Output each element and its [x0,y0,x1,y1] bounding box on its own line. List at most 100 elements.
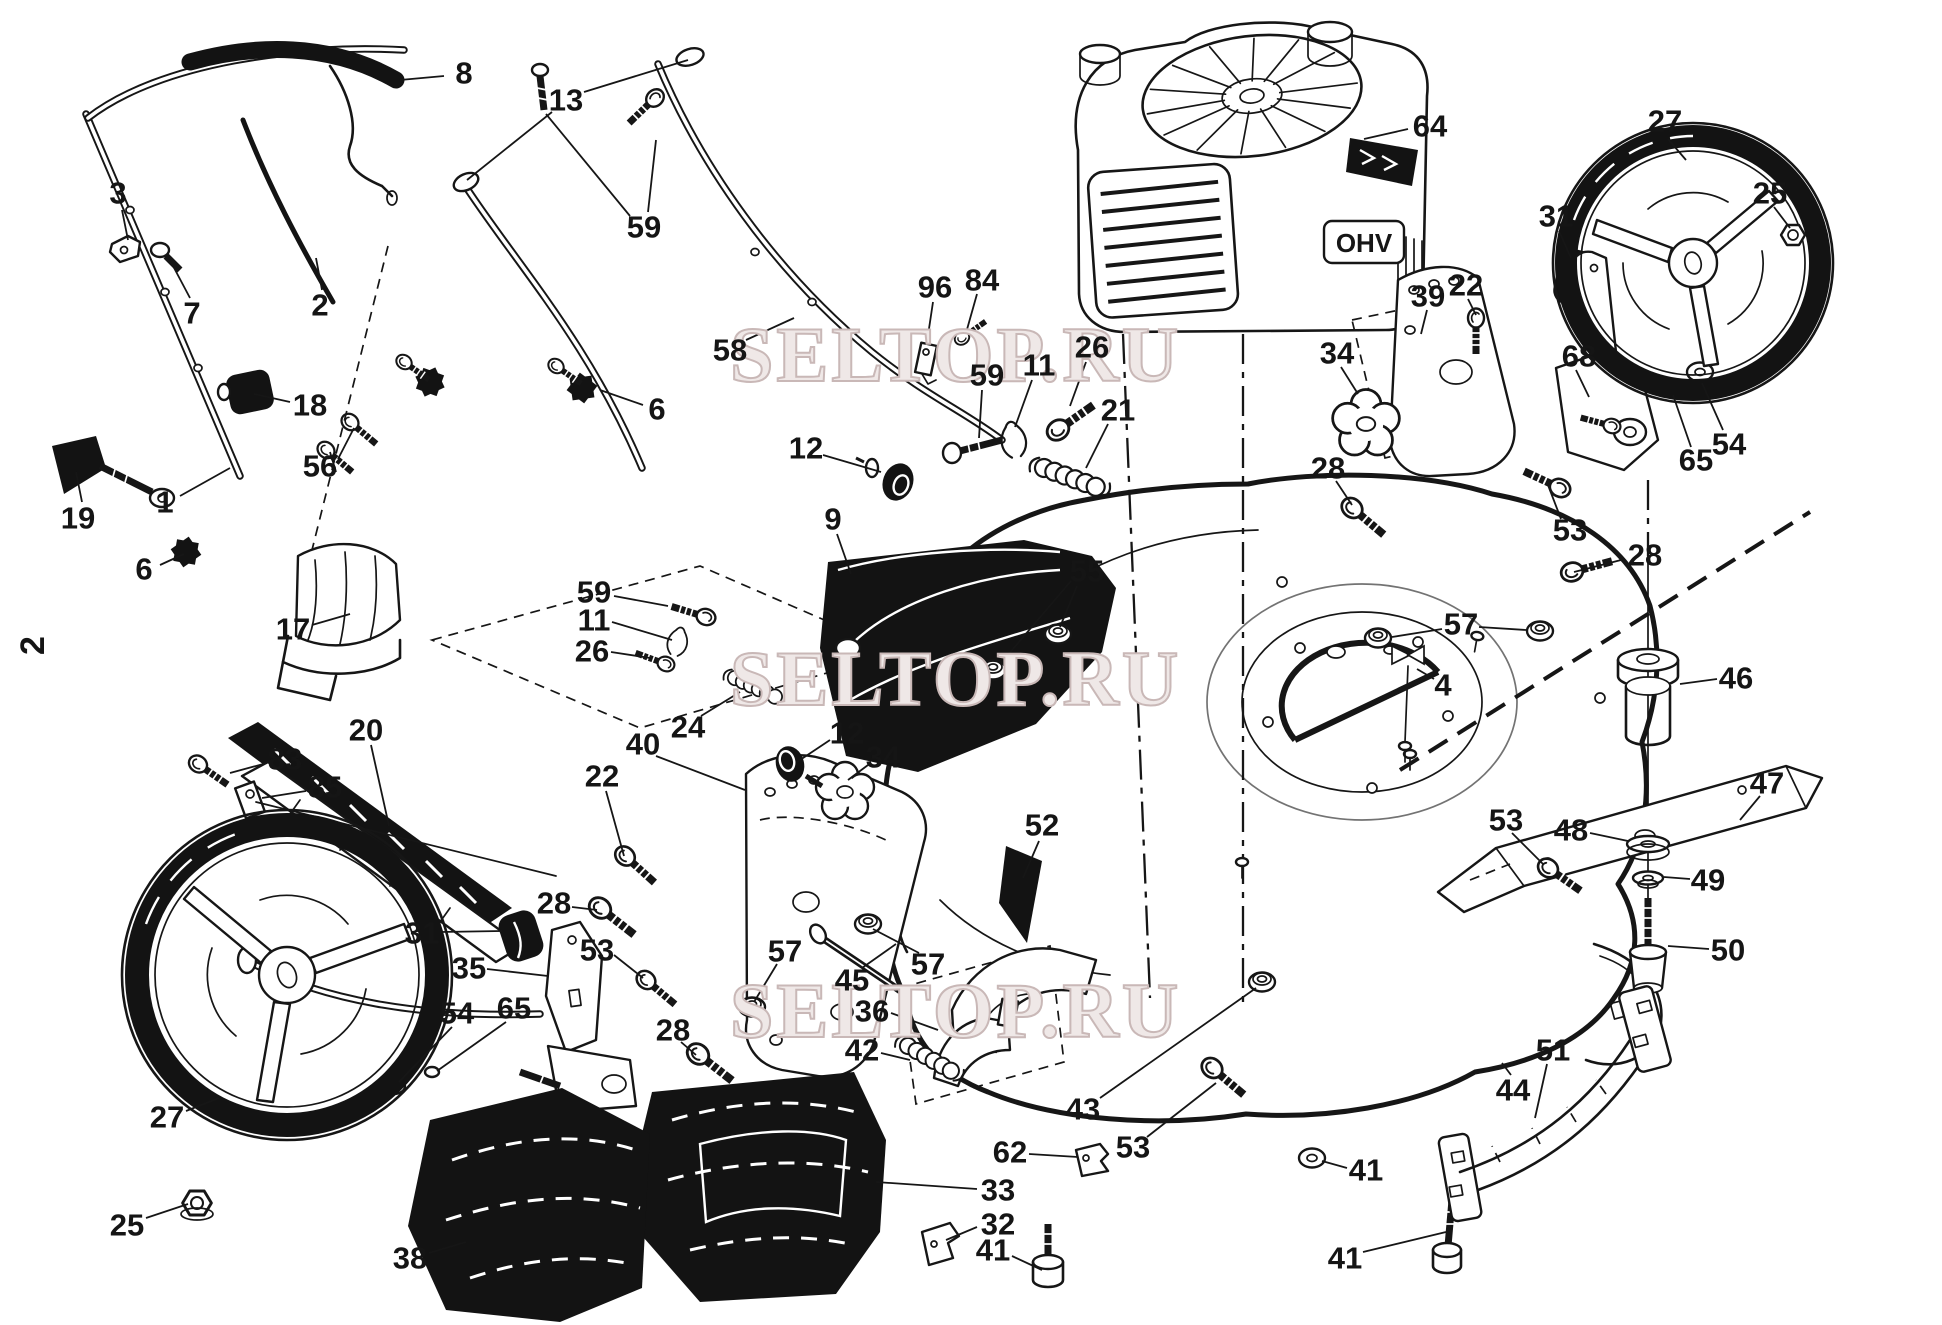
part-callout-96: 96 [917,269,953,305]
leader-line-26 [610,651,651,659]
blade-adapter-46 [1616,647,1680,747]
upper-handle-assembly [52,41,1006,702]
leader-line-31 [439,930,503,933]
leader-line-18 [253,393,291,403]
part-callout-2: 2 [311,287,329,323]
leader-line-45 [861,943,897,969]
part-callout-18: 18 [292,387,328,423]
leader-line-13 [466,111,553,181]
leader-line-34 [847,764,869,781]
part-callout-22: 22 [1448,267,1484,303]
leader-line-39 [1420,309,1428,335]
leader-line-2 [315,257,323,291]
watermark-1: SELTOP.RU [729,311,1182,398]
part-callout-45: 45 [834,962,870,998]
centerline [1121,333,1152,999]
handle-knob-19 [52,436,176,509]
leader-line-55 [1000,580,1072,664]
part-callout-21: 21 [1100,392,1136,428]
part-callout-34: 34 [865,739,901,775]
leader-line-25 [145,1203,189,1219]
leader-line-28 [571,906,598,911]
part-callout-22: 22 [584,758,620,794]
part-callout-53: 53 [1115,1129,1151,1165]
part-callout-56: 56 [302,448,338,484]
page-number: 2 [13,636,52,655]
part-callout-41: 41 [1327,1240,1363,1276]
leader-line-57 [872,928,920,954]
leader-line-42 [880,1052,911,1061]
leader-line-28 [680,1041,697,1056]
deck-decal [999,846,1042,943]
mulch-cover-38 [408,1088,650,1322]
part-callout-11: 11 [1022,347,1056,383]
leader-line-53 [1547,484,1562,520]
leader-line-21 [1085,423,1109,469]
part-callout-27: 27 [1647,103,1683,139]
part-callout-28: 28 [536,885,572,921]
leader-line-24 [700,691,741,717]
part-callout-8: 8 [455,55,473,91]
leader-line-34 [1340,366,1359,395]
leader-line-55 [1059,585,1078,628]
part-callout-64: 64 [1412,108,1448,144]
part-callout-59: 59 [626,209,662,245]
leader-line-54 [1701,382,1724,431]
part-callout-54: 54 [439,995,475,1031]
handle-bracket-17 [276,542,402,702]
leader-line-41 [1362,1231,1447,1253]
part-callout-1: 1 [156,484,174,520]
clip-62 [1074,1142,1110,1178]
leader-line-51 [1534,1063,1548,1119]
part-callout-41: 41 [1348,1152,1384,1188]
part-callout-39: 39 [1410,278,1446,314]
leader-line-4 [1416,668,1435,680]
leader-line-43 [1099,987,1257,1099]
leader-line-83 [229,762,268,774]
leader-line-84 [965,293,978,334]
part-callout-46: 46 [1718,660,1754,696]
leader-line-44 [1501,1062,1512,1076]
muffler-grille [1086,162,1240,319]
leader-line-33 [875,1181,978,1190]
part-callout-44: 44 [1495,1072,1531,1108]
part-callout-6: 6 [135,551,153,587]
part-callout-25: 25 [1752,175,1788,211]
leader-line-36 [890,1012,939,1031]
knob-12-mid [775,746,824,789]
linkage-hardware [913,316,1114,681]
leader-line-7 [171,263,191,299]
recoil-starter [1141,33,1363,159]
mid-handle-bracket-assembly [429,456,928,1078]
blade-assembly [1436,555,1824,997]
fuel-cap [1078,43,1122,86]
leader-line-57 [753,963,778,1003]
leader-line-3 [121,209,129,241]
leader-line-1 [179,467,231,497]
cable-clip-4 [1391,644,1425,764]
part-callout-68: 68 [1561,338,1597,374]
construction-line [1398,510,1812,772]
leader-line-68 [1575,369,1590,398]
part-callout-84: 84 [964,262,1000,298]
part-callout-4: 4 [1434,667,1452,703]
part-callout-62: 62 [992,1134,1028,1170]
leader-line-65 [1672,394,1692,448]
part-callout-35: 35 [451,950,487,986]
leader-line-28 [1335,480,1353,506]
part-callout-11: 11 [577,602,611,638]
part-callout-48: 48 [1553,812,1589,848]
leader-line-22 [605,790,625,857]
part-callout-85: 85 [307,769,343,805]
leader-line-22 [1467,298,1477,316]
leader-line-59 [978,389,983,439]
part-callout-53: 53 [1552,512,1588,548]
part-callout-20: 20 [348,712,384,748]
part-callout-53: 53 [579,932,615,968]
leader-line-58 [745,317,795,341]
leader-line-11 [1014,379,1033,428]
part-callout-33: 33 [980,1172,1016,1208]
part-callout-26: 26 [1074,329,1110,365]
